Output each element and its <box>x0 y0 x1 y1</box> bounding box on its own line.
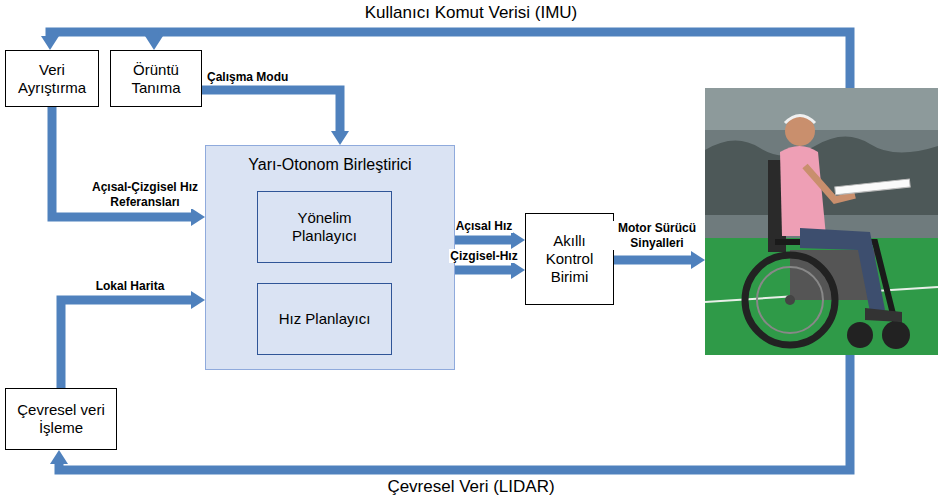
wheel-hub <box>785 295 795 305</box>
planner-box: Hız Planlayıcı <box>257 283 392 355</box>
process-box: Örüntü Tanıma <box>110 50 202 107</box>
feedback-lines <box>50 32 850 470</box>
rear-wheel <box>745 255 835 345</box>
edge-label: Çalışma Modu <box>206 70 289 84</box>
person-head <box>785 116 815 146</box>
box-text: Çevresel veri İşleme <box>10 401 112 437</box>
wheelchair-photo <box>705 88 938 355</box>
edge-label: Çizgisel-Hız <box>449 249 518 263</box>
box-text: Yönelim Planlayıcı <box>279 209 371 245</box>
person-legs <box>800 228 885 312</box>
connector-group <box>52 90 511 388</box>
paper-sheet <box>835 179 910 195</box>
edge-label: Lokal Harita <box>95 279 166 293</box>
caster-wheel <box>847 322 873 348</box>
person-arm <box>805 166 855 200</box>
motor-signal-line <box>610 256 691 265</box>
flow-arrow <box>202 90 340 131</box>
box-text: Akıllı Kontrol Birimi <box>530 232 609 286</box>
person-shirt <box>780 146 826 236</box>
photo-background <box>705 88 938 355</box>
eeg-headset <box>785 116 815 124</box>
merger-block: Yarı-Otonom BirleştiriciYönelim Planlayı… <box>205 145 455 370</box>
caster-wheel <box>882 321 910 349</box>
box-text: Örüntü Tanıma <box>115 61 197 97</box>
wheel-rim <box>757 267 823 333</box>
box-text: Veri Ayrıştırma <box>10 61 94 97</box>
box-text: Hız Planlayıcı <box>279 310 371 328</box>
flow-arrow <box>455 236 511 245</box>
signal-label: Motor Sürücü Sinyalleri <box>611 221 703 250</box>
edge-label: Açısal-Çizgisel Hız Referansları <box>88 180 202 209</box>
control-box: Akıllı Kontrol Birimi <box>525 213 614 305</box>
planner-box: Yönelim Planlayıcı <box>257 191 392 263</box>
lidar-feedback-line <box>59 355 850 470</box>
person-shoes <box>865 308 902 322</box>
process-box: Veri Ayrıştırma <box>5 50 99 107</box>
flow-arrow <box>61 300 191 388</box>
signal-label: Kullanıcı Komut Verisi (IMU) <box>365 3 578 23</box>
block-title: Yarı-Otonom Birleştirici <box>206 155 454 174</box>
photo-floor <box>705 238 938 355</box>
edge-label: Açısal Hız <box>455 219 514 233</box>
photo-wall <box>705 88 938 130</box>
signal-label: Çevresel Veri (LIDAR) <box>387 477 554 497</box>
process-box: Çevresel veri İşleme <box>5 388 117 450</box>
imu-feedback-branch <box>150 32 159 36</box>
flow-arrow <box>455 266 511 275</box>
